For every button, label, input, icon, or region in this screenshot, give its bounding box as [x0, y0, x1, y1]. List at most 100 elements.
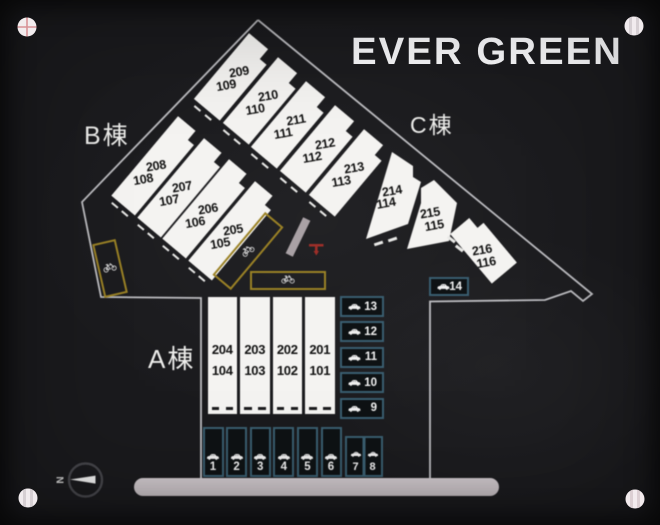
compass-needle — [70, 475, 96, 484]
car-icon — [230, 454, 243, 461]
bicycle-icon — [281, 272, 295, 290]
parking-stall-number: 10 — [364, 376, 377, 389]
car-icon — [367, 444, 378, 462]
unit-number-lower: 101 — [309, 362, 331, 378]
car-icon — [437, 283, 450, 290]
parking-stall: 2 — [226, 427, 248, 477]
bicycle-icon — [281, 275, 295, 284]
parking-stall: 3 — [249, 427, 271, 477]
unit-number-lower: 104 — [211, 362, 233, 378]
parking-stall: 9 — [340, 397, 384, 419]
car-icon — [301, 454, 314, 461]
bicycle-icon — [101, 258, 119, 279]
car-icon — [348, 323, 361, 341]
bicycle-area-left — [92, 239, 128, 298]
parking-stall-number: 1 — [209, 461, 217, 473]
parking-stall: 11 — [340, 346, 384, 368]
unit-number-upper: 202 — [276, 341, 298, 357]
car-icon — [350, 451, 361, 457]
car-icon — [350, 444, 361, 462]
car-icon — [348, 348, 361, 366]
parking-stall-number: 13 — [364, 300, 377, 313]
car-icon — [348, 374, 361, 392]
bicycle-icon — [103, 263, 117, 273]
parking-stall: 6 — [320, 427, 342, 477]
building-b-label: B棟 — [84, 122, 130, 150]
parking-stall: 14 — [429, 277, 469, 296]
bicycle-icon — [237, 240, 259, 263]
car-icon — [230, 448, 243, 466]
car-icon — [348, 298, 361, 316]
car-icon — [277, 454, 290, 461]
parking-stall-number: 9 — [370, 402, 377, 415]
parking-stall-number: 8 — [369, 461, 376, 473]
car-icon — [348, 303, 361, 310]
parking-stall-number: 14 — [449, 280, 462, 293]
unit-number-lower: 102 — [276, 362, 298, 378]
car-icon — [277, 448, 290, 466]
parking-stall: 7 — [347, 438, 364, 475]
parking-stall-number: 5 — [304, 461, 311, 473]
car-icon — [325, 454, 337, 461]
compass-ring — [67, 462, 104, 498]
parking-stall: 13 — [340, 296, 384, 317]
car-icon — [348, 380, 361, 387]
compass-north-label: N — [56, 476, 67, 483]
parking-stall: 1 — [202, 427, 224, 477]
car-icon — [325, 448, 338, 466]
bicycle-icon — [242, 246, 255, 257]
parking-stall-number: 11 — [364, 351, 377, 364]
parking-stall-number: 2 — [233, 461, 240, 473]
entrance-dash — [225, 407, 233, 410]
car-icon — [207, 448, 220, 466]
parking-stall: 4 — [273, 427, 295, 477]
car-icon — [367, 451, 378, 457]
parking-stall-number: 3 — [256, 461, 264, 473]
unit-number-lower: 109 — [214, 76, 237, 94]
unit-number-upper: 203 — [244, 341, 266, 357]
entrance-dash — [290, 407, 298, 410]
car-icon — [348, 354, 361, 361]
compass: N — [56, 462, 104, 498]
entrance-dash — [244, 407, 252, 410]
bicycle-area-middle — [212, 211, 284, 291]
entrance-dash — [211, 407, 219, 410]
entrance-dash — [323, 407, 331, 410]
parking-stall: 8 — [364, 438, 381, 475]
boundary-left — [81, 19, 259, 478]
car-icon — [437, 278, 450, 296]
car-icon — [348, 399, 361, 417]
unit-number-upper: 204 — [211, 341, 233, 357]
entrance-dash — [309, 407, 317, 410]
unit-number-lower: 111 — [273, 124, 294, 142]
car-icon — [207, 454, 219, 461]
car-icon — [254, 454, 267, 461]
unit-number-lower: 110 — [243, 100, 266, 118]
car-icon — [254, 448, 267, 466]
parking-stall-number: 4 — [280, 461, 287, 473]
parking-stall-number: 6 — [327, 461, 335, 473]
parking-stall-number: 7 — [352, 461, 359, 473]
bicycle-area-a — [250, 271, 326, 290]
unit-number-upper: 201 — [309, 341, 331, 357]
road — [134, 478, 499, 496]
stall-divider — [362, 438, 366, 475]
building-a-label: A棟 — [148, 344, 196, 374]
unit-number-lower: 103 — [244, 362, 266, 378]
entrance-dash — [276, 407, 284, 410]
parking-stall-number: 12 — [364, 325, 377, 338]
car-icon — [348, 329, 361, 336]
boundary-right — [257, 19, 594, 478]
parking-stall: 12 — [340, 321, 384, 343]
building-c-label: C棟 — [410, 112, 454, 138]
sign-title: EVER GREEN — [351, 31, 623, 73]
utility-pole-icon — [309, 244, 324, 256]
